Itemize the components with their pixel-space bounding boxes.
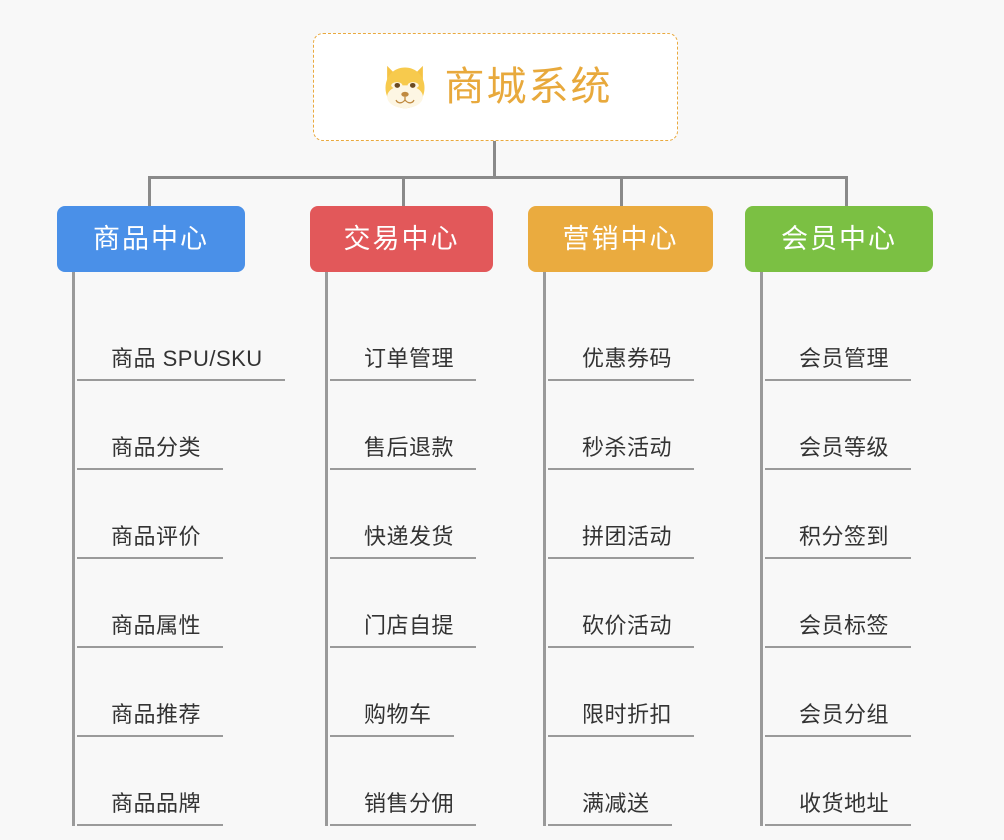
leaf-item[interactable]: 商品品牌	[77, 737, 285, 826]
branch-marketing-center: 营销中心 优惠券码 秒杀活动 拼团活动 砍价活动 限时折扣 满减送	[528, 206, 713, 826]
leaf-label: 商品评价	[111, 523, 202, 549]
leaf-label: 门店自提	[364, 612, 455, 638]
leaf-label: 商品推荐	[111, 701, 202, 727]
leaf-label: 满减送	[582, 790, 650, 816]
leaf-label: 商品属性	[111, 612, 202, 638]
leaf-item[interactable]: 销售分佣	[330, 737, 493, 826]
connector-drop-2	[620, 176, 623, 208]
branch-header-marketing-center[interactable]: 营销中心	[528, 206, 713, 272]
leaf-label: 优惠券码	[582, 345, 673, 371]
leaf-label: 商品 SPU/SKU	[111, 345, 263, 371]
branch-trunk-member-center: 会员管理 会员等级 积分签到 会员标签 会员分组 收货地址	[760, 272, 933, 826]
branch-trade-center: 交易中心 订单管理 售后退款 快递发货 门店自提 购物车 销售分佣	[310, 206, 493, 826]
branch-header-product-center[interactable]: 商品中心	[57, 206, 245, 272]
leaf-item[interactable]: 商品评价	[77, 470, 285, 559]
connector-drop-1	[402, 176, 405, 208]
leaf-label: 砍价活动	[582, 612, 673, 638]
leaf-item[interactable]: 商品分类	[77, 381, 285, 470]
leaf-item[interactable]: 满减送	[548, 737, 713, 826]
leaf-item[interactable]: 售后退款	[330, 381, 493, 470]
leaf-label: 销售分佣	[364, 790, 455, 816]
connector-drop-0	[148, 176, 151, 208]
leaf-item[interactable]: 会员等级	[765, 381, 933, 470]
leaf-item[interactable]: 购物车	[330, 648, 493, 737]
leaf-label: 订单管理	[364, 345, 455, 371]
branch-trunk-trade-center: 订单管理 售后退款 快递发货 门店自提 购物车 销售分佣	[325, 272, 493, 826]
leaf-label: 商品品牌	[111, 790, 202, 816]
leaf-item[interactable]: 限时折扣	[548, 648, 713, 737]
branch-header-label: 交易中心	[343, 223, 460, 254]
branch-product-center: 商品中心 商品 SPU/SKU 商品分类 商品评价 商品属性 商品推荐 商品品牌	[57, 206, 285, 826]
leaf-item[interactable]: 拼团活动	[548, 470, 713, 559]
leaf-label: 商品分类	[111, 434, 202, 460]
connector-horizontal-bus	[148, 176, 848, 179]
leaf-label: 售后退款	[364, 434, 455, 460]
leaf-item[interactable]: 商品 SPU/SKU	[77, 292, 285, 381]
root-title: 商城系统	[444, 65, 613, 109]
connector-drop-3	[845, 176, 848, 208]
leaf-item[interactable]: 订单管理	[330, 292, 493, 381]
leaf-item[interactable]: 砍价活动	[548, 559, 713, 648]
leaf-label: 快递发货	[364, 523, 455, 549]
shiba-dog-face-icon	[385, 65, 424, 109]
leaf-item[interactable]: 商品推荐	[77, 648, 285, 737]
leaf-item[interactable]: 收货地址	[765, 737, 933, 826]
leaf-item[interactable]: 会员标签	[765, 559, 933, 648]
branch-trunk-product-center: 商品 SPU/SKU 商品分类 商品评价 商品属性 商品推荐 商品品牌	[72, 272, 285, 826]
leaf-label: 收货地址	[799, 790, 890, 816]
leaf-item[interactable]: 秒杀活动	[548, 381, 713, 470]
leaf-item[interactable]: 门店自提	[330, 559, 493, 648]
branch-trunk-marketing-center: 优惠券码 秒杀活动 拼团活动 砍价活动 限时折扣 满减送	[543, 272, 713, 826]
leaf-label: 会员等级	[799, 434, 890, 460]
leaf-label: 会员标签	[799, 612, 890, 638]
leaf-label: 限时折扣	[582, 701, 673, 727]
leaf-item[interactable]: 商品属性	[77, 559, 285, 648]
branch-header-label: 会员中心	[781, 223, 897, 254]
leaf-item[interactable]: 会员管理	[765, 292, 933, 381]
branch-header-label: 营销中心	[562, 223, 679, 254]
leaf-label: 会员管理	[799, 345, 890, 371]
branch-member-center: 会员中心 会员管理 会员等级 积分签到 会员标签 会员分组 收货地址	[745, 206, 933, 826]
leaf-label: 积分签到	[799, 523, 890, 549]
leaf-item[interactable]: 会员分组	[765, 648, 933, 737]
root-node[interactable]: 商城系统	[313, 33, 678, 141]
leaf-item[interactable]: 快递发货	[330, 470, 493, 559]
leaf-label: 购物车	[364, 701, 432, 727]
leaf-item[interactable]: 优惠券码	[548, 292, 713, 381]
branch-header-trade-center[interactable]: 交易中心	[310, 206, 493, 272]
branch-header-label: 商品中心	[93, 223, 209, 254]
leaf-label: 拼团活动	[582, 523, 673, 549]
leaf-label: 秒杀活动	[582, 434, 673, 460]
branch-header-member-center[interactable]: 会员中心	[745, 206, 933, 272]
leaf-item[interactable]: 积分签到	[765, 470, 933, 559]
connector-root-stem	[493, 141, 496, 178]
leaf-label: 会员分组	[799, 701, 890, 727]
